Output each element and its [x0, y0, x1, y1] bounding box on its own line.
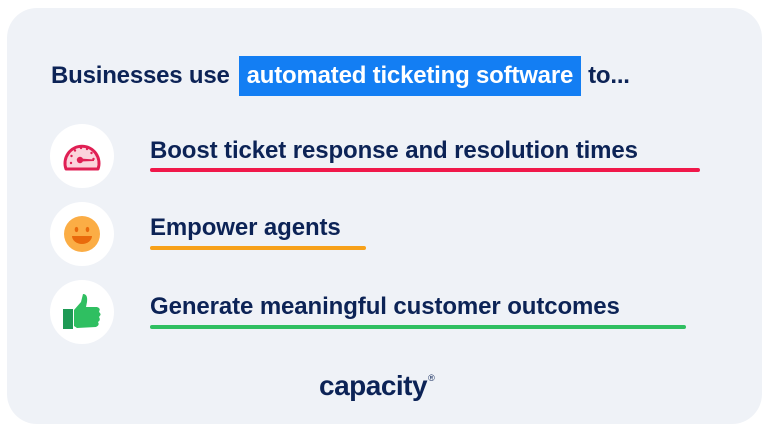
list-item-generate — [50, 280, 114, 344]
headline-highlight: automated ticketing software — [238, 56, 582, 96]
icon-circle — [50, 202, 114, 266]
speedometer-icon — [63, 144, 101, 171]
capacity-logo: capacity® — [319, 370, 435, 402]
item-underline — [150, 325, 686, 329]
headline-prefix: Businesses use — [51, 62, 230, 89]
headline: Businesses use automated ticketing softw… — [51, 56, 630, 96]
item-underline — [150, 246, 366, 250]
registered-mark: ® — [428, 372, 435, 383]
item-label: Boost ticket response and resolution tim… — [150, 137, 638, 164]
logo-text: capacity — [319, 370, 428, 401]
item-underline — [150, 168, 700, 172]
icon-circle — [50, 124, 114, 188]
smiley-face-icon — [64, 216, 100, 252]
list-item-empower — [50, 202, 114, 266]
item-label: Generate meaningful customer outcomes — [150, 293, 620, 320]
infographic-card: Businesses use automated ticketing softw… — [7, 8, 762, 424]
icon-circle — [50, 280, 114, 344]
item-label: Empower agents — [150, 214, 341, 241]
headline-suffix: to... — [588, 62, 630, 89]
thumbs-up-icon — [63, 294, 101, 329]
list-item-boost — [50, 124, 114, 188]
